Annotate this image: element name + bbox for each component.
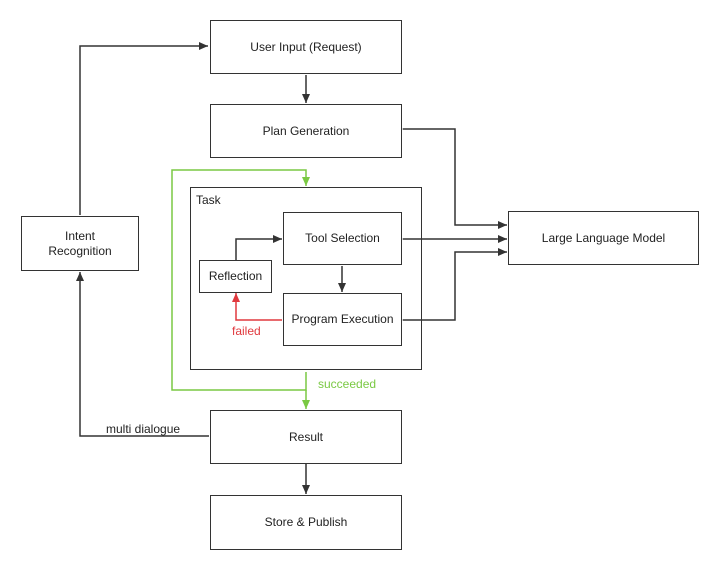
failed-label: failed <box>232 324 261 338</box>
store-publish-node: Store & Publish <box>210 495 402 550</box>
plan-generation-node: Plan Generation <box>210 104 402 158</box>
arrow-exec-llm <box>394 248 507 324</box>
arrow-result-to-intent <box>76 272 209 437</box>
arrow-exec-to-reflection-failed <box>232 293 282 321</box>
task-frame <box>190 187 422 370</box>
intent-recognition-node: Intent Recognition <box>21 216 139 271</box>
reflection-node: Reflection <box>199 260 272 293</box>
loop-back-to-task <box>171 169 310 391</box>
tool-selection-node: Tool Selection <box>283 212 402 265</box>
result-node: Result <box>210 410 402 464</box>
arrow-intent-to-input <box>79 42 208 215</box>
llm-node: Large Language Model <box>508 211 699 265</box>
arrow-plan-llm <box>394 125 507 229</box>
succeeded-label: succeeded <box>318 377 377 391</box>
task-label: Task <box>196 193 221 207</box>
arrow-reflection-to-tool <box>235 235 282 260</box>
multi-dialogue-label: multi dialogue <box>106 422 181 436</box>
user-input-node: User Input (Request) <box>210 20 402 74</box>
program-execution-node: Program Execution <box>283 293 402 346</box>
